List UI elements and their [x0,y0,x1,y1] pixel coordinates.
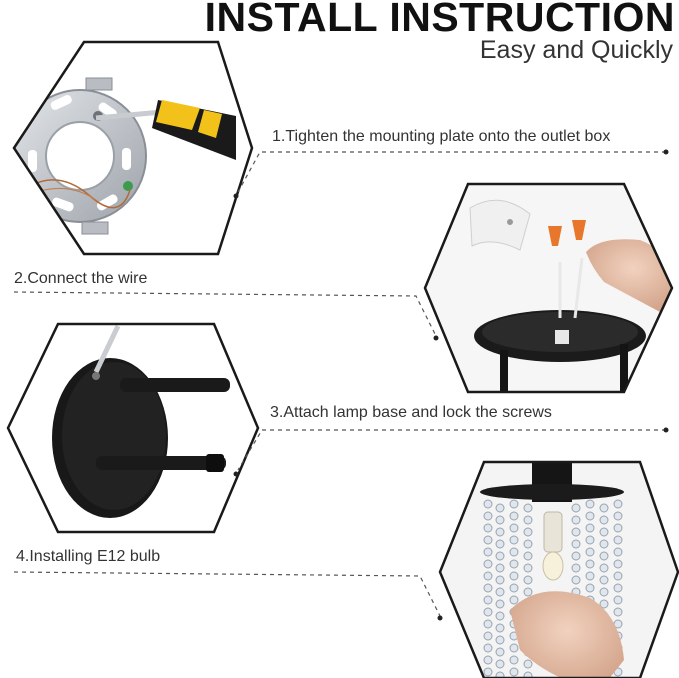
lamp-arm-lower-icon [96,456,226,470]
hand-icon [510,591,624,678]
lamp-arm-upper-icon [120,378,230,392]
crystal-ring-icon [480,484,624,500]
wire-nut-icon [548,220,586,246]
bulb-socket-icon [543,511,563,553]
screwdriver-shaft-icon [95,109,163,121]
step2-label: 2.Connect the wire [14,270,148,287]
connector-lines [13,151,666,617]
connector-dots [233,149,669,621]
step1-image-hexagon [14,42,252,254]
step4-label: 4.Installing E12 bulb [16,548,161,565]
screwdriver-handle-icon [152,100,236,160]
page-subtitle: Easy and Quickly [479,36,673,64]
step3-image-hexagon [8,324,258,532]
step3-label: 3.Attach lamp base and lock the screws [270,404,552,421]
e12-bulb-icon [542,551,564,581]
hand-icon [586,239,672,312]
step2-image-hexagon [425,184,672,392]
page-title: INSTALL INSTRUCTION [204,0,675,40]
step1-label: 1.Tighten the mounting plate onto the ou… [272,128,611,145]
